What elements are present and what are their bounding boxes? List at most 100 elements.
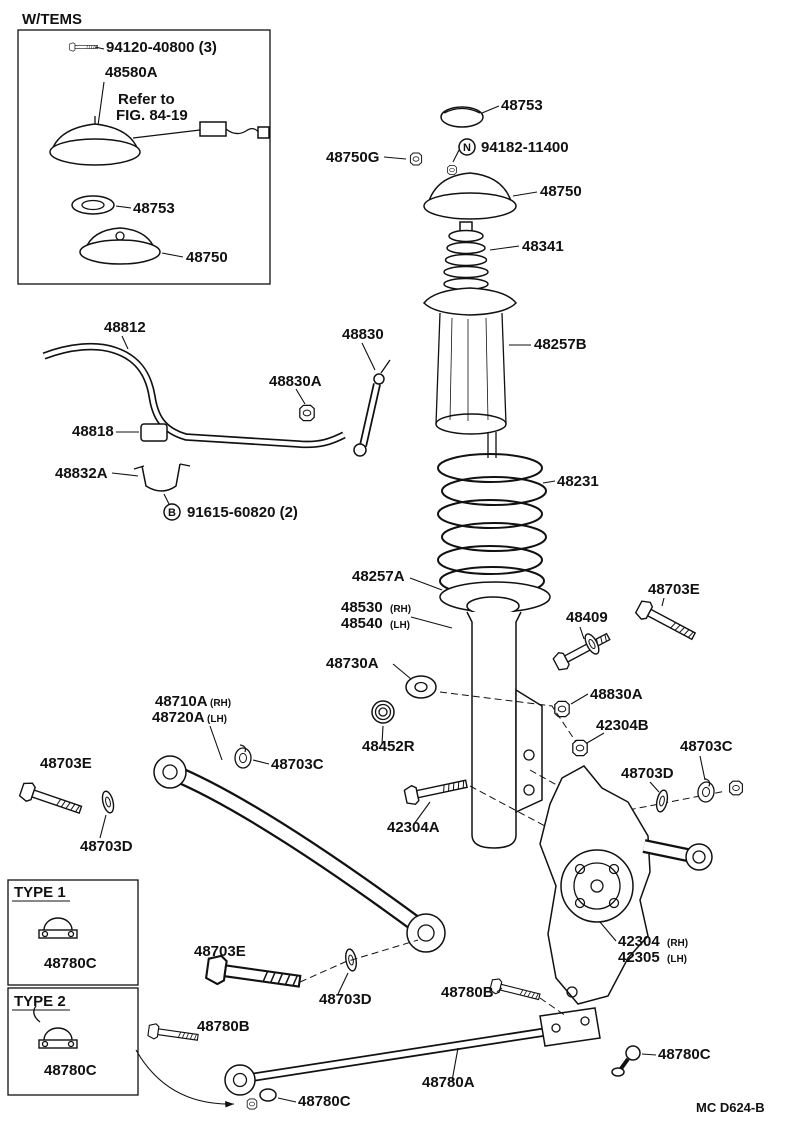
strut-cap-drawing <box>440 106 484 128</box>
label-48830a-upper: 48830A <box>269 373 322 390</box>
labels-layer: W/TEMS 94120-40800 (3) 48580A Refer to F… <box>14 11 765 1115</box>
label-48710a: 48710A <box>155 693 208 710</box>
label-48257a: 48257A <box>352 568 405 585</box>
type1-clamp-drawing <box>38 917 78 939</box>
label-tems-48753: 48753 <box>133 200 175 217</box>
label-48750g: 48750G <box>326 149 379 166</box>
label-48710a-rh: (RH) <box>210 698 231 709</box>
strut-assembly-drawing <box>371 105 699 849</box>
label-48750: 48750 <box>540 183 582 200</box>
upper-arm-group <box>17 725 546 953</box>
letter-n-circle <box>458 138 476 156</box>
label-48452r: 48452R <box>362 738 415 755</box>
label-48780a: 48780A <box>422 1074 475 1091</box>
clip-48703c-left <box>234 744 252 769</box>
label-drawing-code: MC D624-B <box>696 1100 765 1115</box>
label-48530: 48530 <box>341 599 383 616</box>
label-48530-rh: (RH) <box>390 604 411 615</box>
type2-box <box>7 987 139 1096</box>
label-48231: 48231 <box>557 473 599 490</box>
bolt-48703e-left <box>17 779 85 820</box>
strut-top-nut <box>447 164 457 176</box>
label-48703e-top: 48703E <box>648 581 700 598</box>
label-48703c-left: 48703C <box>271 756 324 773</box>
bolt-42304a <box>403 773 470 807</box>
label-48580a: 48580A <box>105 64 158 81</box>
label-91615: 91615-60820 (2) <box>187 504 298 521</box>
spring-seat-drawing <box>439 581 551 616</box>
label-42304b: 42304B <box>596 717 649 734</box>
washer-48703d-right <box>654 788 670 814</box>
label-refer-1: Refer to <box>118 91 175 108</box>
label-tems-48750: 48750 <box>186 249 228 266</box>
nut-42304b <box>572 739 588 757</box>
strut-small-nut <box>409 152 423 166</box>
label-48341: 48341 <box>522 238 564 255</box>
label-48780c-right: 48780C <box>658 1046 711 1063</box>
tems-inset-box <box>17 29 271 285</box>
strut-bumper-drawing <box>443 221 489 291</box>
bolt-48780b-left <box>147 1022 200 1046</box>
label-48832a: 48832A <box>55 465 108 482</box>
nut-48830a-upper <box>299 404 315 422</box>
label-48703c-right: 48703C <box>680 738 733 755</box>
label-48720a-lh: (LH) <box>207 714 227 725</box>
rod-clamp-nut <box>246 1098 258 1110</box>
label-type2: TYPE 2 <box>14 993 66 1010</box>
label-48780c-bottom: 48780C <box>298 1093 351 1110</box>
shock-absorber-drawing <box>466 611 543 849</box>
tems-box-border <box>17 29 271 285</box>
label-48830a-mid: 48830A <box>590 686 643 703</box>
ball-stud-drawing <box>611 1045 641 1077</box>
clip-48703c-right <box>696 777 717 804</box>
label-42305-lh: (LH) <box>667 954 687 965</box>
bolt-48780b-right <box>488 976 542 1005</box>
label-42304a: 42304A <box>387 819 440 836</box>
label-94182: 94182-11400 <box>481 139 569 156</box>
strut-dust-cover-drawing <box>423 287 517 435</box>
label-48812: 48812 <box>104 319 146 336</box>
label-wtems: W/TEMS <box>22 11 82 28</box>
strut-support-drawing <box>423 172 517 220</box>
label-48818: 48818 <box>72 423 114 440</box>
bushing-48818-drawing <box>140 423 168 442</box>
retainer-48452r-drawing <box>371 700 395 724</box>
label-type1-48780c: 48780C <box>44 955 97 972</box>
rod-clamp-drawing <box>259 1088 277 1102</box>
washer-48703d-left <box>99 789 117 815</box>
label-48257b: 48257B <box>534 336 587 353</box>
lower-rod-group <box>147 939 657 1110</box>
cushion-48730a-drawing <box>405 675 437 699</box>
label-48540-lh: (LH) <box>390 620 410 631</box>
label-42305: 42305 <box>618 949 660 966</box>
label-48730a: 48730A <box>326 655 379 672</box>
label-48830: 48830 <box>342 326 384 343</box>
label-48780b-left: 48780B <box>197 1018 250 1035</box>
nut-right <box>729 780 743 796</box>
stabilizer-bar-group <box>42 335 391 521</box>
label-48703e-bottom: 48703E <box>194 943 246 960</box>
label-48540: 48540 <box>341 615 383 632</box>
label-94120: 94120-40800 (3) <box>106 39 217 56</box>
tems-ring-drawing <box>71 195 115 215</box>
label-type2-48780c: 48780C <box>44 1062 97 1079</box>
tems-upper-support-drawing <box>49 116 270 166</box>
stabilizer-link-drawing <box>353 359 391 457</box>
label-42304-rh: (RH) <box>667 938 688 949</box>
label-48409: 48409 <box>566 609 608 626</box>
letter-b-circle <box>163 503 181 521</box>
nut-48830a-mid <box>554 700 570 718</box>
label-type1: TYPE 1 <box>14 884 66 901</box>
label-42304: 42304 <box>618 933 660 950</box>
label-48703e-left: 48703E <box>40 755 92 772</box>
type1-box <box>7 879 139 986</box>
label-48703d-bottom: 48703D <box>319 991 372 1008</box>
label-48703d-right: 48703D <box>621 765 674 782</box>
right-fastener-group <box>617 755 743 814</box>
label-refer-2: FIG. 84-19 <box>116 107 188 124</box>
bracket-48832a-drawing <box>133 463 191 492</box>
label-letter-b: B <box>168 507 176 519</box>
label-48720a: 48720A <box>152 709 205 726</box>
